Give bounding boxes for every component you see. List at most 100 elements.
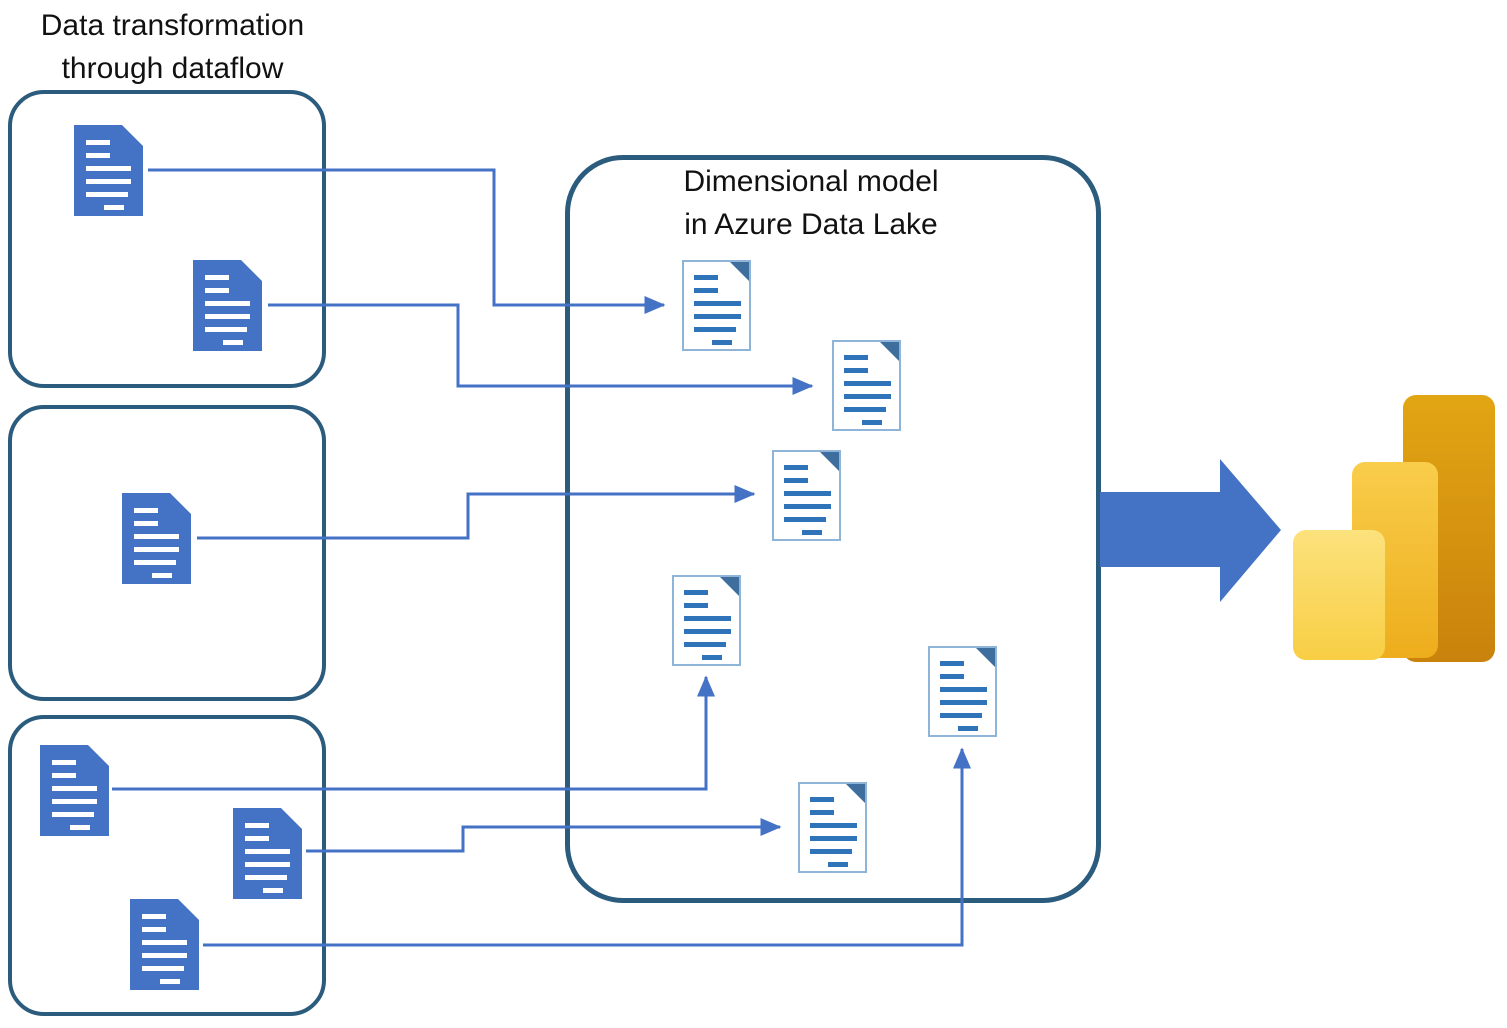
document-icon-model-5 [928, 646, 997, 737]
document-text-line [205, 327, 247, 332]
document-text-line [205, 288, 229, 293]
document-text-line [142, 953, 187, 958]
document-text-line [86, 179, 131, 184]
document-text-line [223, 340, 243, 345]
document-text-line [810, 823, 857, 828]
document-text-line [958, 726, 978, 731]
main-title: Data transformation through dataflow [0, 4, 345, 90]
document-text-line [712, 340, 732, 345]
document-icon-model-4 [672, 575, 741, 666]
big-right-arrow-icon [1100, 459, 1281, 602]
document-text-line [86, 166, 131, 171]
document-icon-model-6 [798, 782, 867, 873]
document-text-line [684, 603, 708, 608]
document-icon-model-1 [682, 260, 751, 351]
document-text-line [245, 836, 269, 841]
document-icon-model-3 [772, 450, 841, 541]
folded-corner-icon [122, 125, 143, 146]
power-bi-bar-short-icon [1293, 530, 1385, 660]
folded-corner-icon [720, 577, 739, 596]
document-icon-model-2 [832, 340, 901, 431]
document-text-line [52, 799, 97, 804]
document-icon-group3-1 [40, 745, 109, 836]
document-text-line [940, 661, 964, 666]
document-text-line [784, 478, 808, 483]
document-text-line [684, 616, 731, 621]
document-text-line [810, 849, 852, 854]
document-text-line [844, 368, 868, 373]
dimensional-model-title-line1: Dimensional model [683, 165, 939, 198]
folded-corner-icon [976, 648, 995, 667]
document-text-line [142, 966, 184, 971]
document-text-line [152, 573, 172, 578]
document-text-line [205, 314, 250, 319]
document-text-line [52, 786, 97, 791]
document-text-line [245, 823, 269, 828]
document-text-line [694, 327, 736, 332]
document-text-line [844, 394, 891, 399]
document-text-line [52, 773, 76, 778]
document-icon-group2-1 [122, 493, 191, 584]
document-text-line [810, 797, 834, 802]
document-text-line [940, 687, 987, 692]
folded-corner-icon [846, 784, 865, 803]
main-title-line2: through dataflow [61, 52, 284, 85]
document-text-line [134, 547, 179, 552]
folded-corner-icon [170, 493, 191, 514]
document-text-line [784, 504, 831, 509]
document-text-line [694, 275, 718, 280]
document-text-line [52, 760, 76, 765]
document-text-line [205, 275, 229, 280]
document-text-line [52, 812, 94, 817]
document-text-line [86, 192, 128, 197]
folded-corner-icon [880, 342, 899, 361]
document-text-line [205, 301, 250, 306]
document-text-line [245, 875, 287, 880]
document-text-line [784, 491, 831, 496]
document-text-line [142, 927, 166, 932]
document-text-line [810, 810, 834, 815]
document-text-line [784, 517, 826, 522]
document-text-line [134, 508, 158, 513]
document-text-line [940, 713, 982, 718]
document-text-line [684, 642, 726, 647]
folded-corner-icon [281, 808, 302, 829]
document-text-line [940, 674, 964, 679]
folded-corner-icon [730, 262, 749, 281]
document-text-line [694, 301, 741, 306]
document-text-line [245, 862, 290, 867]
folded-corner-icon [241, 260, 262, 281]
main-title-line1: Data transformation [40, 9, 305, 42]
document-text-line [802, 530, 822, 535]
document-icon-group3-3 [130, 899, 199, 990]
document-icon-group1-2 [193, 260, 262, 351]
document-text-line [844, 355, 868, 360]
document-text-line [940, 700, 987, 705]
document-text-line [70, 825, 90, 830]
document-text-line [784, 465, 808, 470]
document-text-line [844, 381, 891, 386]
document-text-line [160, 979, 180, 984]
document-text-line [86, 140, 110, 145]
document-text-line [694, 314, 741, 319]
document-text-line [142, 914, 166, 919]
power-bi-logo [1290, 393, 1500, 665]
document-text-line [862, 420, 882, 425]
folded-corner-icon [178, 899, 199, 920]
document-text-line [86, 153, 110, 158]
document-text-line [245, 849, 290, 854]
document-text-line [702, 655, 722, 660]
folded-corner-icon [88, 745, 109, 766]
document-text-line [694, 288, 718, 293]
dimensional-model-title: Dimensional model in Azure Data Lake [565, 160, 1057, 246]
document-text-line [134, 521, 158, 526]
document-text-line [142, 940, 187, 945]
document-text-line [104, 205, 124, 210]
document-icon-group3-2 [233, 808, 302, 899]
document-text-line [828, 862, 848, 867]
document-text-line [134, 560, 176, 565]
folded-corner-icon [820, 452, 839, 471]
dataflow-group-1-box [8, 90, 326, 388]
document-icon-group1-1 [74, 125, 143, 216]
